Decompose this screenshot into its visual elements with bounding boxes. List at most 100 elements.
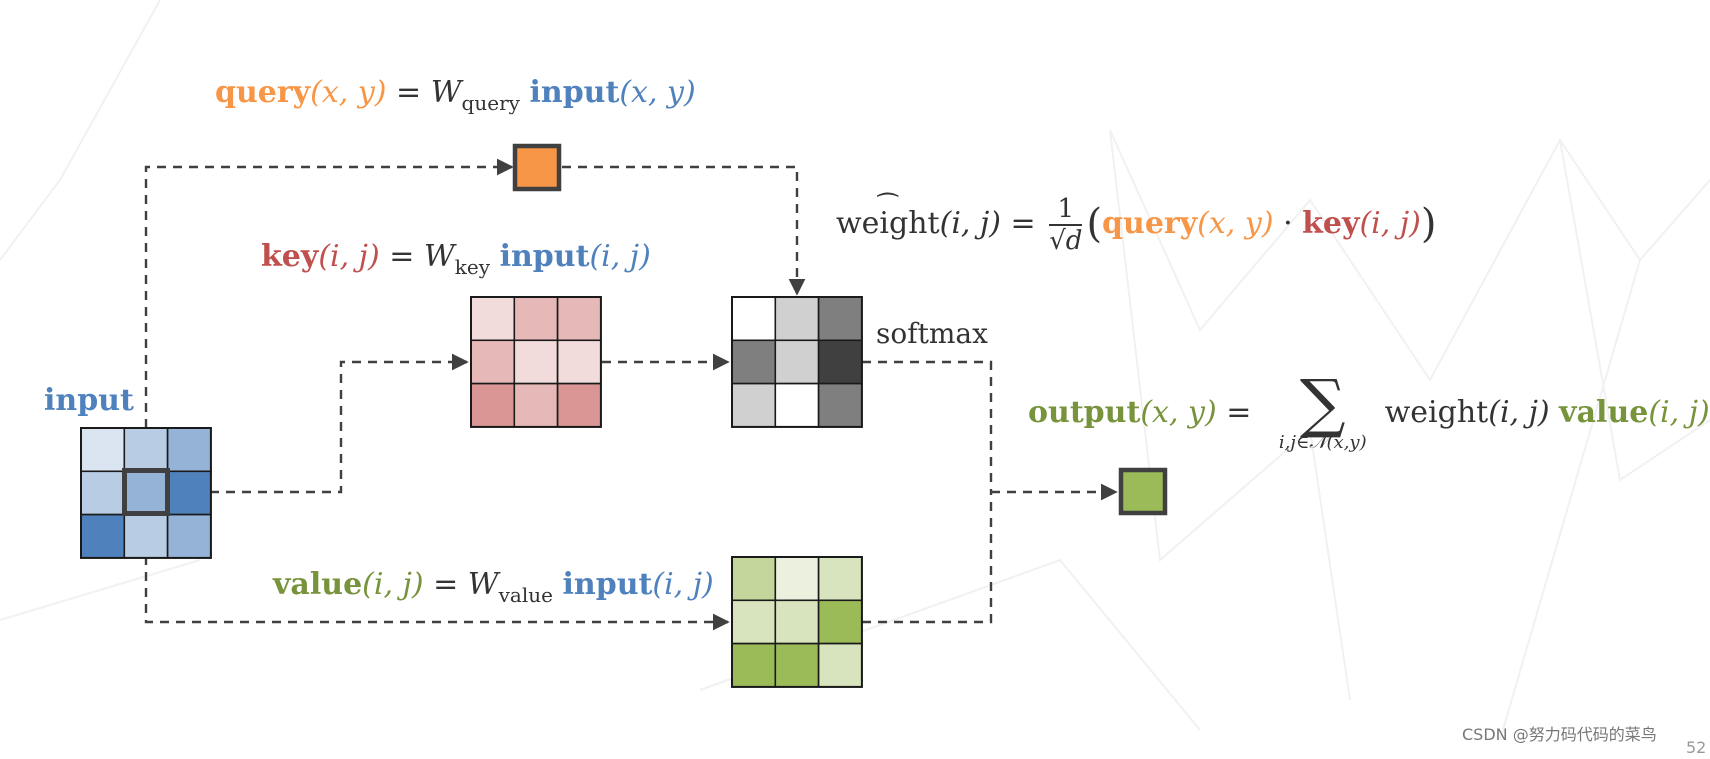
value-to-output-path (862, 492, 993, 624)
weight-grid-cell (817, 296, 863, 342)
input-args: (i, j) (652, 567, 714, 602)
input-to-value-arrow (144, 556, 730, 631)
value-grid-cell (774, 642, 820, 688)
key-grid-cell (513, 339, 559, 385)
watermark: CSDN @努力码代码的菜鸟 (1462, 725, 1657, 744)
value-grid-cell (817, 599, 863, 645)
fraction-denominator: √d (1049, 226, 1083, 256)
query-term: query (215, 75, 311, 110)
input-grid-cell (166, 513, 212, 559)
query-equation: query(x, y) = Wquery input(x, y) (215, 75, 696, 114)
key-grid-cell (470, 339, 516, 385)
input-term: input (529, 75, 620, 110)
key-args: (i, j) (1359, 206, 1421, 241)
query-square (512, 143, 562, 192)
input-to-key-arrow (210, 353, 469, 494)
value-args: (i, j) (1648, 394, 1710, 430)
equals-sign: = (379, 239, 424, 274)
value-grid-cell (817, 642, 863, 688)
value-term: value (273, 567, 363, 602)
close-paren: ) (1420, 201, 1437, 247)
equals-sign: = (423, 567, 468, 602)
value-args: (i, j) (362, 567, 424, 602)
page-number: 52 (1686, 738, 1707, 757)
query-term: query (1102, 206, 1198, 241)
fraction-numerator: 1 (1049, 196, 1083, 226)
weight-grid-cell (774, 339, 820, 385)
value-term: value (1559, 394, 1649, 430)
input-grid-cell (166, 470, 212, 516)
output-square (1118, 467, 1168, 516)
weight-matrix-symbol: W (423, 239, 455, 274)
query-to-weight-arrow (562, 165, 806, 296)
weight-grid-cell (731, 382, 777, 428)
value-grid-cell (731, 599, 777, 645)
key-term: key (1302, 206, 1360, 241)
input-term: input (499, 239, 590, 274)
weight-grid-cell (731, 339, 777, 385)
key-grid-cell (556, 382, 602, 428)
query-args: (x, y) (310, 75, 387, 110)
weight-grid-cell (774, 296, 820, 342)
input-to-query-arrow (144, 158, 514, 428)
weight-grid-cell (817, 339, 863, 385)
input-grid-cell (80, 513, 126, 559)
key-grid-cell (470, 382, 516, 428)
weight-softmax-to-output-path (862, 360, 993, 492)
value-equation: value(i, j) = Wvalue input(i, j) (273, 567, 714, 606)
weight-args: (i, j) (1488, 394, 1550, 430)
input-grid-cell (80, 470, 126, 516)
key-term: key (261, 239, 319, 274)
weight-matrix-symbol: W (467, 567, 499, 602)
weight-grid-cell (774, 382, 820, 428)
output-term: output (1028, 394, 1141, 430)
weight-matrix-symbol: W (430, 75, 462, 110)
value-grid-cell (774, 599, 820, 645)
input-label: input (44, 383, 134, 418)
sum-operator: ∑i,j∈𝒩(x,y) (1279, 367, 1367, 452)
tilde-accent: ⁀ (878, 193, 898, 221)
key-args: (i, j) (318, 239, 380, 274)
open-paren: ( (1086, 201, 1103, 247)
input-center-pixel-highlight (122, 468, 170, 516)
input-grid-cell (123, 470, 169, 516)
scale-fraction: 1√d (1049, 196, 1083, 256)
input-grid-cell (166, 427, 212, 473)
output-equation: output(x, y) = ∑i,j∈𝒩(x,y)weight(i, j) v… (1028, 367, 1710, 452)
dot-operator: · (1273, 206, 1303, 241)
weight-grid-cell (817, 382, 863, 428)
weight-equation: ⁀weight(i, j) = 1√d(query(x, y) · key(i,… (836, 193, 1437, 256)
value-grid-cell (817, 556, 863, 602)
key-grid-border (470, 296, 602, 428)
input-grid-border (80, 427, 212, 559)
value-grid-cell (774, 556, 820, 602)
input-grid-cell (123, 427, 169, 473)
output-args: (x, y) (1140, 394, 1217, 430)
softmax-label: softmax (876, 317, 988, 350)
key-grid-cell (470, 296, 516, 342)
connectors (144, 158, 1118, 631)
input-grid (80, 427, 212, 559)
input-grid-cell (80, 427, 126, 473)
key-grid-cell (556, 339, 602, 385)
weight-grid (731, 296, 863, 428)
weight-grid-border (731, 296, 863, 428)
weight-grid-cell (731, 296, 777, 342)
value-grid-border (731, 556, 863, 688)
key-grid-cell (513, 382, 559, 428)
key-grid (470, 296, 602, 428)
input-args: (i, j) (589, 239, 651, 274)
input-args: (x, y) (619, 75, 696, 110)
equals-sign: = (1216, 394, 1261, 430)
key-grid-cell (513, 296, 559, 342)
input-grid-cell (123, 513, 169, 559)
query-args: (x, y) (1197, 206, 1274, 241)
weight-args: (i, j) (939, 206, 1001, 241)
weight-tilde-term: ⁀weight (836, 193, 940, 241)
value-grid (731, 556, 863, 688)
weight-matrix-subscript: key (454, 255, 491, 279)
input-term: input (562, 567, 653, 602)
sum-symbol: ∑ (1299, 367, 1346, 441)
